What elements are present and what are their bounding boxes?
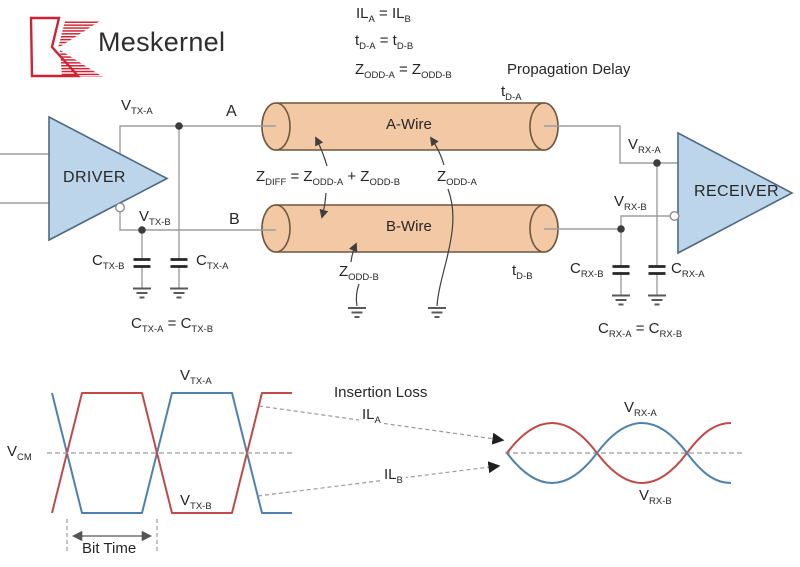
zoddb-ground-leader — [355, 283, 360, 307]
il-b-label: ILB — [381, 467, 406, 486]
ground-icon — [348, 307, 366, 318]
ground-icon — [648, 294, 666, 306]
rx-trace-b-red — [506, 422, 732, 484]
circuit-wires — [0, 125, 678, 295]
ground-icon — [170, 287, 188, 299]
receiver-label: RECEIVER — [694, 183, 779, 200]
zoddb-to-bwire-arrow — [348, 242, 358, 263]
junction-dots — [138, 122, 661, 234]
port-b-label: B — [229, 211, 241, 228]
v-tx-a-label: VTX-A — [121, 97, 153, 117]
zdiff-to-awire-arrow — [315, 136, 328, 167]
port-a-label: A — [226, 103, 238, 120]
cap-rx-b-icon — [612, 265, 630, 275]
node-vrx-b — [617, 225, 625, 233]
ground-icons — [133, 287, 666, 318]
zodda-ground-leader — [436, 188, 454, 307]
c-tx-a-label: CTX-A — [196, 252, 229, 272]
t-da-label: tD-A — [501, 83, 522, 103]
c-tx-equation: CTX-A = CTX-B — [131, 315, 214, 335]
rx-trace-a-blue — [506, 422, 732, 484]
c-tx-b-label: CTX-B — [92, 252, 125, 272]
equation-td: tD-A = tD-B — [355, 32, 414, 52]
ground-icon — [428, 307, 446, 318]
equation-il: ILA = ILB — [356, 5, 411, 25]
a-wire-label: A-Wire — [386, 116, 432, 133]
wave-v-rx-b-label: VRX-B — [639, 487, 672, 507]
wave-v-tx-a-label: VTX-A — [180, 367, 212, 387]
tx-trace-a-blue — [51, 392, 292, 514]
tx-waveform — [51, 392, 292, 514]
wave-v-tx-b-label: VTX-B — [180, 492, 212, 512]
zdiff-equation: ZDIFF = ZODD-A + ZODD-B — [256, 168, 401, 188]
c-rx-b-label: CRX-B — [570, 260, 604, 280]
c-rx-a-label: CRX-A — [671, 260, 705, 280]
ground-icon — [133, 287, 151, 299]
receiver-inversion-bubble-icon — [669, 210, 680, 221]
brand-name: Meskernel — [98, 27, 226, 57]
wave-v-rx-a-label: VRX-A — [624, 399, 657, 419]
node-vrx-a — [653, 159, 661, 167]
z-odd-b-label: ZODD-B — [339, 263, 379, 283]
v-rx-a-label: VRX-A — [628, 136, 661, 156]
il-b-dashed-arrow — [257, 461, 501, 497]
cap-rx-a-icon — [648, 265, 666, 275]
insertion-loss-label: Insertion Loss — [334, 384, 428, 401]
z-odd-a-label: ZODD-A — [437, 168, 477, 188]
tx-trace-b-red — [51, 392, 292, 514]
equation-zodd: ZODD-A = ZODD-B — [355, 61, 452, 81]
zodda-to-awire-arrow — [429, 136, 445, 166]
c-rx-equation: CRX-A = CRX-B — [598, 320, 683, 340]
cap-tx-b-icon — [133, 258, 151, 268]
il-a-label: ILA — [359, 407, 384, 426]
brand-logo-icon — [29, 16, 103, 78]
t-db-label: tD-B — [512, 262, 533, 282]
cap-tx-a-icon — [170, 258, 188, 268]
zdiff-to-bwire-arrow — [319, 192, 329, 219]
annotation-arrows — [315, 136, 454, 307]
driver-inversion-bubble-icon — [114, 202, 125, 213]
node-vtx-a — [175, 122, 183, 130]
node-vtx-b — [138, 226, 146, 234]
driver-triangle — [48, 115, 169, 242]
receiver-triangle — [677, 131, 794, 255]
rx-waveform — [506, 422, 732, 484]
capacitor-icons — [133, 258, 666, 275]
bit-time-markers — [66, 519, 158, 553]
propagation-delay-label: Propagation Delay — [507, 61, 631, 78]
b-wire-cylinder — [261, 204, 559, 253]
bit-time-label: Bit Time — [82, 540, 137, 557]
driver-label: DRIVER — [63, 169, 126, 186]
v-tx-b-label: VTX-B — [139, 208, 171, 228]
v-rx-b-label: VRX-B — [614, 193, 647, 213]
ground-icon — [612, 294, 630, 306]
v-cm-label: VCM — [7, 443, 32, 463]
b-wire-label: B-Wire — [386, 218, 432, 235]
